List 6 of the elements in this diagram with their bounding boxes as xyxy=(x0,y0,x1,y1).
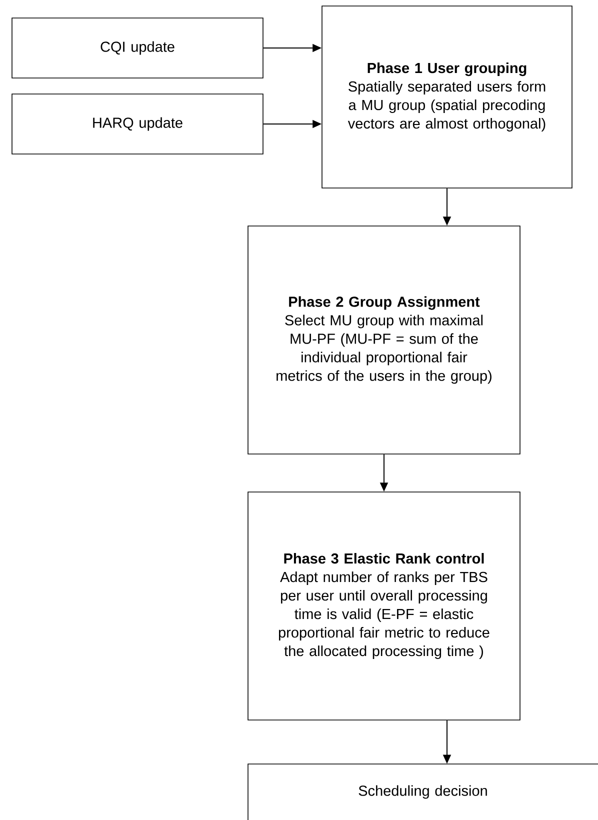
process-box: Phase 1 User grouping Spatially separated users form a MU group (spatial precoding vectors are almost orthogonal) xyxy=(322,6,572,188)
process-box: HARQ update xyxy=(12,94,264,154)
process-box: CQI update xyxy=(12,18,264,78)
process-box: Phase 3 Elastic Rank control Adapt number of ranks per TBS per user until overall processing time is valid (E-PF = elastic proportional fair metric to reduce the allocated processing time ) xyxy=(248,492,520,720)
process-box: Phase 2 Group Assignment Select MU group with maximal MU-PF (MU-PF = sum of the individual proportional fair metrics of the users in the group) xyxy=(248,226,520,454)
process-box: Scheduling decision xyxy=(248,764,598,820)
